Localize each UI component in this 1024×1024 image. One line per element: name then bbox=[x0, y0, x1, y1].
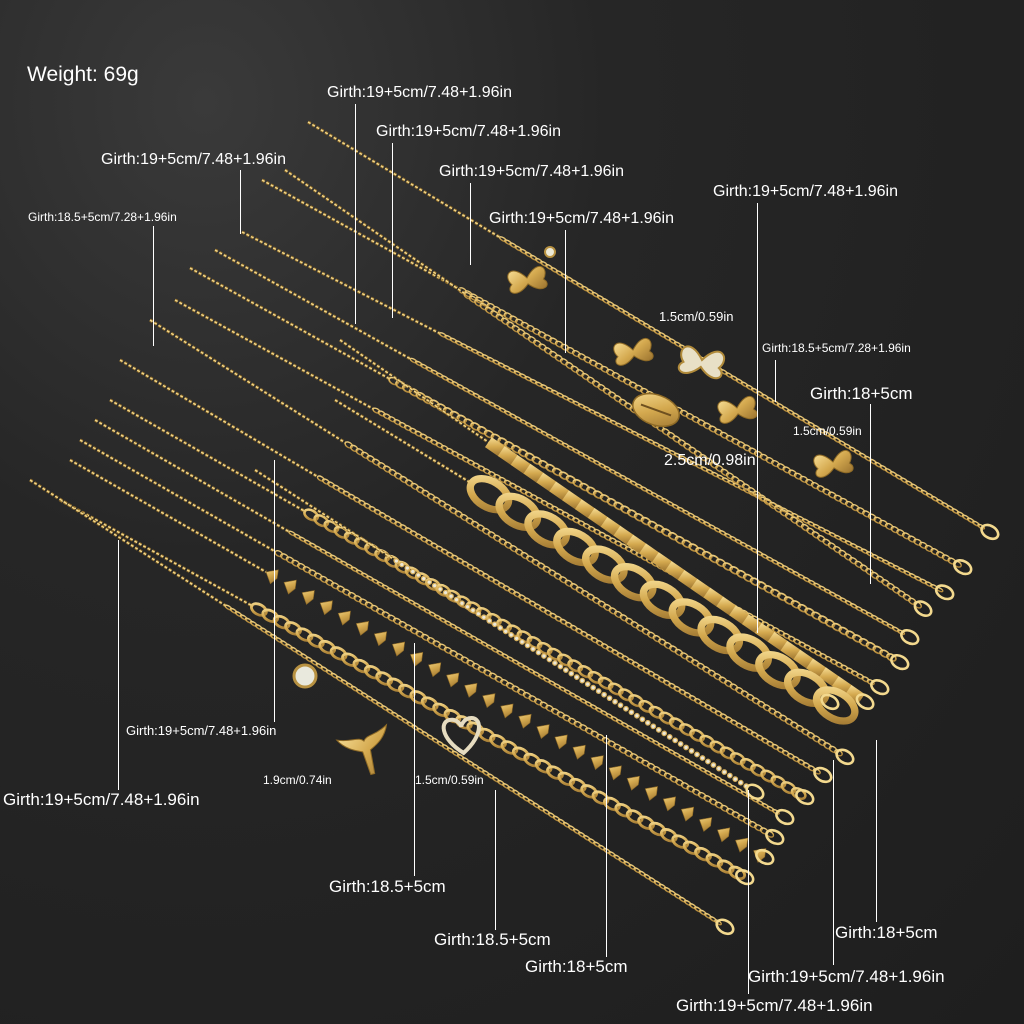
girth-label: Girth:19+5cm/7.48+1.96in bbox=[439, 163, 625, 180]
butterfly-charm bbox=[813, 450, 854, 478]
bracelet-chain bbox=[307, 120, 1000, 541]
leader-line bbox=[470, 183, 471, 265]
weight-label: Weight: 69g bbox=[27, 63, 139, 86]
bracelet-chain bbox=[149, 318, 855, 766]
leader-line bbox=[153, 226, 154, 346]
leader-line bbox=[833, 760, 834, 965]
bracelet-chain bbox=[29, 478, 735, 936]
charm-size-label: 1.5cm/0.59in bbox=[415, 773, 484, 787]
bracelet-chains bbox=[29, 120, 1000, 936]
leader-line bbox=[775, 360, 776, 402]
leader-line bbox=[414, 643, 415, 876]
rhinestone-butterfly-charm bbox=[677, 345, 725, 380]
leader-line bbox=[757, 203, 758, 633]
bracelet-charms bbox=[292, 246, 854, 776]
charm-size-label: 1.5cm/0.59in bbox=[793, 424, 862, 438]
girth-label: Girth:19+5cm/7.48+1.96in bbox=[101, 151, 287, 168]
butterfly-charm bbox=[717, 396, 758, 424]
whale-tail-charm bbox=[335, 723, 388, 776]
bracelet-chain bbox=[261, 178, 973, 576]
charm-size-label: 1.9cm/0.74in bbox=[263, 773, 332, 787]
bracelet-chain bbox=[119, 358, 833, 784]
girth-label: Girth:18.5+5cm/7.28+1.96in bbox=[762, 341, 911, 355]
bracelet-chain bbox=[189, 266, 910, 671]
bracelet-chain bbox=[339, 338, 875, 711]
leader-line bbox=[606, 735, 607, 957]
girth-label: Girth:19+5cm/7.48+1.96in bbox=[748, 967, 945, 986]
leader-line bbox=[240, 170, 241, 234]
crystal-charm bbox=[292, 246, 556, 689]
girth-label: Girth:18.5+5cm bbox=[329, 877, 446, 896]
leader-line bbox=[748, 790, 749, 994]
girth-label: Girth:19+5cm/7.48+1.96in bbox=[3, 790, 200, 809]
bracelet-chain bbox=[214, 248, 920, 646]
bracelet-chain bbox=[241, 230, 955, 601]
bracelet-chain bbox=[94, 418, 795, 826]
butterfly-charm bbox=[613, 338, 654, 366]
leader-line bbox=[495, 790, 496, 930]
girth-label: Girth:18.5+5cm/7.28+1.96in bbox=[28, 210, 177, 224]
leader-line bbox=[392, 143, 393, 318]
bracelet-chain bbox=[334, 398, 859, 725]
girth-label: Girth:18+5cm bbox=[810, 384, 913, 403]
butterfly-charm bbox=[507, 266, 548, 294]
girth-label: Girth:18+5cm bbox=[525, 957, 628, 976]
leader-line bbox=[355, 104, 356, 324]
leader-line bbox=[876, 740, 877, 922]
leader-line bbox=[118, 540, 119, 790]
bracelet-chain bbox=[69, 458, 775, 866]
cowrie-shell-charm bbox=[632, 392, 680, 428]
girth-label: Girth:19+5cm/7.48+1.96in bbox=[489, 210, 675, 227]
girth-label: Girth:19+5cm/7.48+1.96in bbox=[376, 123, 562, 140]
girth-label: Girth:19+5cm/7.48+1.96in bbox=[676, 996, 873, 1015]
leader-line bbox=[565, 230, 566, 353]
bracelet-chain bbox=[254, 468, 765, 801]
girth-label: Girth:18+5cm bbox=[835, 923, 938, 942]
leader-line bbox=[274, 460, 275, 722]
girth-label: Girth:18.5+5cm bbox=[434, 930, 551, 949]
bracelet-chain bbox=[284, 168, 933, 618]
charm-size-label: 1.5cm/0.59in bbox=[659, 309, 734, 324]
leader-line bbox=[870, 404, 871, 584]
bracelet-chain bbox=[79, 438, 785, 846]
girth-label: Girth:19+5cm/7.48+1.96in bbox=[713, 183, 899, 200]
charm-size-label: 2.5cm/0.98in bbox=[664, 452, 756, 469]
girth-label: Girth:19+5cm/7.48+1.96in bbox=[126, 723, 277, 738]
girth-label: Girth:19+5cm/7.48+1.96in bbox=[327, 84, 513, 101]
